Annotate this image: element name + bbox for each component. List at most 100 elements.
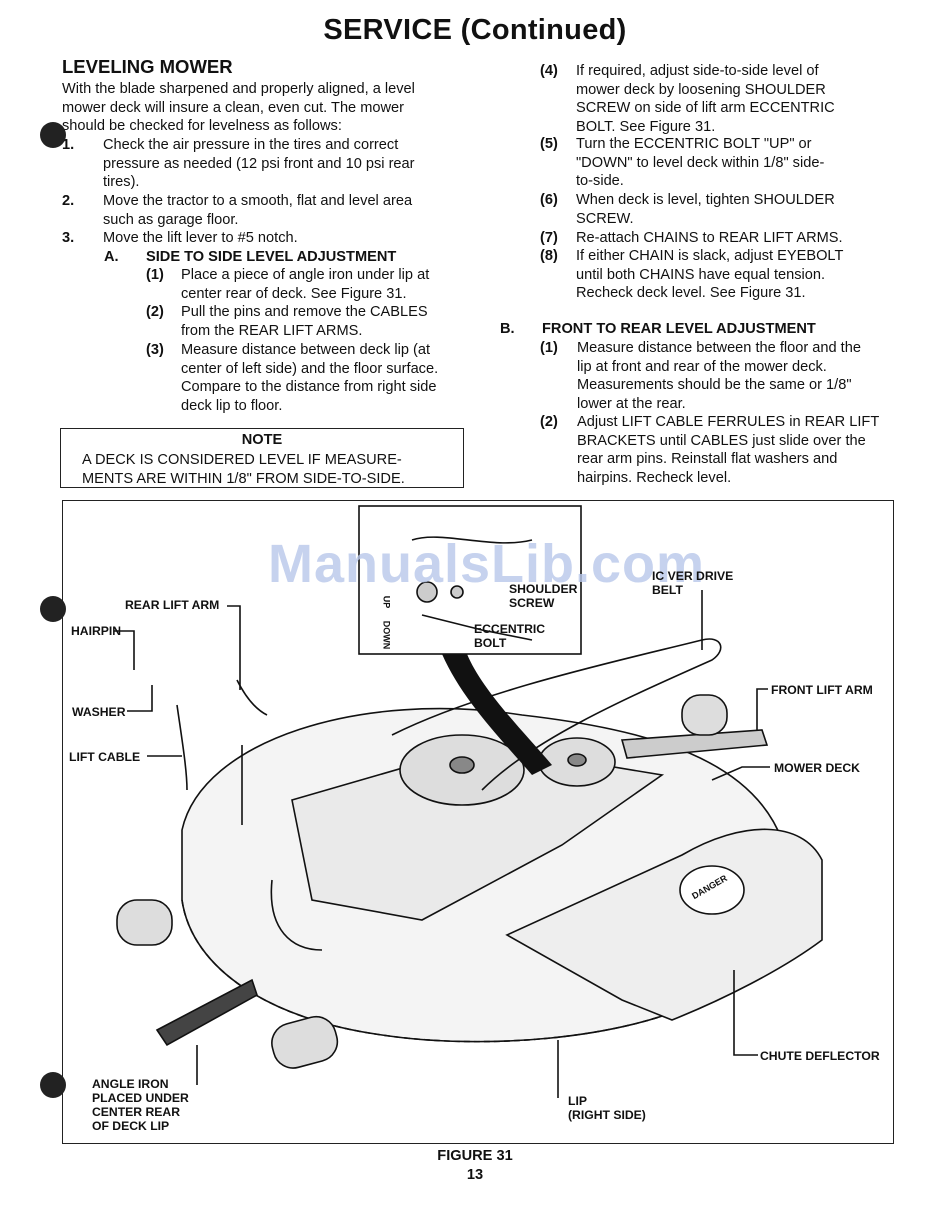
left-gauge-wheel <box>116 899 173 946</box>
item-number: (2) <box>146 304 164 320</box>
label-lift-cable: LIFT CABLE <box>69 750 141 764</box>
angle-iron <box>155 978 258 1047</box>
label-lip: LIP <box>568 1094 587 1108</box>
side-item-2: (2) Pull the pins and remove the CABLES … <box>146 303 466 341</box>
item-line: until both CHAINS have equal tension. <box>576 266 826 283</box>
rear-gauge-wheel <box>271 1015 339 1069</box>
chute-deflector <box>505 828 823 1021</box>
page-number: 13 <box>466 1167 484 1183</box>
note-line: MENTS ARE WITHIN 1/8" FROM SIDE-TO-SIDE. <box>82 470 405 487</box>
label-line: BELT <box>652 583 683 597</box>
item-number: (6) <box>540 192 558 208</box>
label-drive-belt: IC VER DRIVE BELT <box>652 569 733 597</box>
item-line: Measure distance between deck lip (at <box>181 342 431 358</box>
item-line: Measure distance between the floor and t… <box>577 340 861 356</box>
intro-line: mower deck will insure a clean, even cut… <box>62 99 405 116</box>
subsection-title: FRONT TO REAR LEVEL ADJUSTMENT <box>542 321 816 337</box>
item-line: center of left side) and the floor surfa… <box>181 360 439 377</box>
inset-pointer-arrow <box>442 654 552 775</box>
label-line: OF DECK LIP <box>92 1119 170 1133</box>
side-item-6: (6) When deck is level, tighten SHOULDER… <box>540 191 920 229</box>
label-shoulder-screw: SHOULDER SCREW <box>509 582 577 610</box>
drive-belt <box>391 638 722 791</box>
item-line: Turn the ECCENTRIC BOLT "UP" or <box>576 136 812 152</box>
subsection-letter: B. <box>500 321 515 337</box>
item-line: Measurements should be the same or 1/8" <box>577 377 852 394</box>
item-line: If either CHAIN is slack, adjust EYEBOLT <box>576 248 844 264</box>
label-front-lift-arm: FRONT LIFT ARM <box>771 683 873 697</box>
label-line: ANGLE IRON <box>92 1077 169 1091</box>
label-line: CENTER REAR <box>92 1105 181 1119</box>
subsection-letter: A. <box>104 249 119 265</box>
deck-lip <box>181 899 703 1043</box>
item-line: to-side. <box>576 173 624 190</box>
item-number: (1) <box>146 267 164 283</box>
item-line: deck lip to floor. <box>181 397 283 414</box>
item-line: hairpins. Recheck level. <box>577 469 732 486</box>
step-number: 2. <box>62 193 75 209</box>
step-line: tires). <box>103 174 140 191</box>
item-number: (1) <box>540 340 558 356</box>
mower-deck-illustration <box>114 505 823 1098</box>
front-item-1: (1) Measure distance between the floor a… <box>540 339 920 414</box>
label-chute-deflector: CHUTE DEFLECTOR <box>760 1049 880 1063</box>
intro-line: With the blade sharpened and properly al… <box>62 81 415 97</box>
right-gauge-wheel <box>681 694 728 736</box>
item-line: from the REAR LIFT ARMS. <box>181 322 363 339</box>
label-angle-iron: ANGLE IRON PLACED UNDER CENTER REAR OF D… <box>92 1077 189 1133</box>
label-line: SCREW <box>509 596 555 610</box>
side-item-3: (3) Measure distance between deck lip (a… <box>146 341 466 416</box>
binder-hole <box>40 596 66 622</box>
step-line: such as garage floor. <box>103 211 239 228</box>
label-down: DOWN <box>381 620 392 650</box>
step-line: Move the tractor to a smooth, flat and l… <box>103 193 413 209</box>
label-rear-lift-arm: REAR LIFT ARM <box>125 598 220 612</box>
item-number: (7) <box>540 230 558 246</box>
item-line: "DOWN" to level deck within 1/8" side- <box>576 154 825 171</box>
item-number: (5) <box>540 136 558 152</box>
page-title: SERVICE (Continued) <box>323 14 627 46</box>
binder-hole <box>40 122 66 148</box>
item-number: (2) <box>540 414 558 430</box>
item-line: lower at the rear. <box>577 395 686 412</box>
side-item-1: (1) Place a piece of angle iron under li… <box>146 266 466 304</box>
label-eccentric-bolt: ECCENTRIC BOLT <box>474 622 545 650</box>
binder-hole <box>40 1072 66 1098</box>
front-item-2: (2) Adjust LIFT CABLE FERRULES in REAR L… <box>540 413 930 488</box>
item-line: If required, adjust side-to-side level o… <box>576 63 819 79</box>
side-item-8: (8) If either CHAIN is slack, adjust EYE… <box>540 247 920 303</box>
item-line: center rear of deck. See Figure 31. <box>181 285 407 302</box>
step-3: 3. Move the lift lever to #5 notch. <box>62 229 462 248</box>
label-lip-right-side: (RIGHT SIDE) <box>568 1108 646 1122</box>
label-hairpin: HAIRPIN <box>71 624 122 638</box>
figure-caption: FIGURE 31 <box>437 1148 513 1164</box>
subsection-title: SIDE TO SIDE LEVEL ADJUSTMENT <box>146 249 397 265</box>
item-number: (8) <box>540 248 558 264</box>
item-line: rear arm pins. Reinstall flat washers an… <box>577 451 838 468</box>
item-line: Recheck deck level. See Figure 31. <box>576 285 806 302</box>
step-1: 1. Check the air pressure in the tires a… <box>62 136 462 192</box>
side-item-5: (5) Turn the ECCENTRIC BOLT "UP" or "DOW… <box>540 135 920 191</box>
item-line: When deck is level, tighten SHOULDER <box>576 192 835 208</box>
item-line: BOLT. See Figure 31. <box>576 118 716 135</box>
note-box <box>60 428 464 488</box>
label-mower-deck: MOWER DECK <box>774 761 860 775</box>
step-line: pressure as needed (12 psi front and 10 … <box>103 155 415 172</box>
note-text: A DECK IS CONSIDERED LEVEL IF MEASURE- M… <box>82 451 452 488</box>
watermark: ManualsLib.com <box>268 534 706 594</box>
item-line: mower deck by loosening SHOULDER <box>576 81 826 98</box>
intro-paragraph: With the blade sharpened and properly al… <box>62 80 462 136</box>
item-number: (3) <box>146 342 164 358</box>
label-line: SHOULDER <box>509 582 578 596</box>
item-line: Pull the pins and remove the CABLES <box>181 304 428 320</box>
lift-cable <box>176 704 188 791</box>
danger-decal <box>679 865 745 915</box>
side-item-7: (7) Re-attach CHAINS to REAR LIFT ARMS. <box>540 229 920 248</box>
subsection-b-heading: B. FRONT TO REAR LEVEL ADJUSTMENT <box>500 320 920 339</box>
section-heading: LEVELING MOWER <box>62 56 233 77</box>
item-line: SCREW on side of lift arm ECCENTRIC <box>576 100 835 117</box>
figure-frame <box>62 500 894 1144</box>
item-line: Adjust LIFT CABLE FERRULES in REAR LIFT <box>577 414 880 430</box>
step-2: 2. Move the tractor to a smooth, flat an… <box>62 192 462 230</box>
intro-line: should be checked for levelness as follo… <box>62 118 342 135</box>
